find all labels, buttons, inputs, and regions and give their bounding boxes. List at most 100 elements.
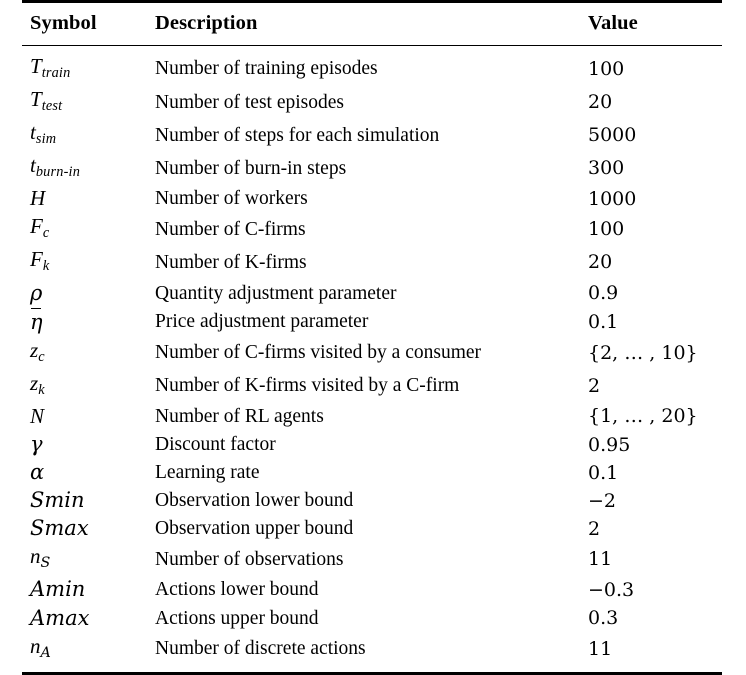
cell-value: 100 xyxy=(588,213,722,246)
cell-description: Discount factor xyxy=(155,434,276,455)
cell-description: Number of RL agents xyxy=(155,405,324,427)
cell-value: −2 xyxy=(588,487,722,515)
column-header-symbol: Symbol xyxy=(30,12,97,34)
header-row: Symbol Description Value xyxy=(22,2,722,46)
cell-value: 0.95 xyxy=(588,431,722,459)
cell-symbol: zk xyxy=(30,370,45,398)
cell-value: {1, … , 20} xyxy=(588,403,722,431)
cell-description: Number of workers xyxy=(155,188,308,210)
cell-symbol: n𝐴 xyxy=(30,633,52,661)
cell-description: Number of discrete actions xyxy=(155,638,366,660)
value-text: 100 xyxy=(588,218,625,241)
cell-description: Actions upper bound xyxy=(155,607,319,629)
cell-value: {2, … , 10} xyxy=(588,337,722,370)
table-row: N Number of RL agents {1, … , 20} xyxy=(22,403,722,431)
value-text: 11 xyxy=(588,548,613,571)
cell-symbol: α xyxy=(30,460,45,485)
cell-description: Number of burn-in steps xyxy=(155,157,347,179)
value-text: −0.3 xyxy=(588,578,635,601)
table-row: 𝑆min Observation lower bound −2 xyxy=(22,487,722,515)
cell-description: Number of training episodes xyxy=(155,58,378,80)
value-text: 0.1 xyxy=(588,461,619,484)
cell-description: Number of test episodes xyxy=(155,91,345,113)
cell-symbol: tsim xyxy=(30,120,57,148)
cell-description: Learning rate xyxy=(155,462,260,484)
cell-description: Observation lower bound xyxy=(155,490,354,512)
cell-symbol: 𝐴max xyxy=(30,605,90,630)
cell-symbol: 𝑆min xyxy=(30,488,85,513)
value-text: −2 xyxy=(588,489,617,512)
cell-description: Number of K-firms xyxy=(155,251,307,273)
value-text: 2 xyxy=(588,374,601,397)
table-mid-rule xyxy=(22,45,722,46)
cell-description: Price adjustment parameter xyxy=(155,311,369,333)
cell-symbol: N xyxy=(30,403,45,428)
value-text: 0.1 xyxy=(588,310,619,333)
cell-value: 2 xyxy=(588,370,722,403)
value-text: 5000 xyxy=(588,124,637,147)
cell-symbol: zc xyxy=(30,337,45,365)
cell-symbol: 𝑆max xyxy=(30,516,89,541)
cell-symbol: Fk xyxy=(30,247,50,275)
cell-value: 2 xyxy=(588,515,722,543)
table-row: α Learning rate 0.1 xyxy=(22,459,722,487)
cell-value: 20 xyxy=(588,246,722,279)
column-header-value: Value xyxy=(588,12,638,34)
value-text: {1, … , 20} xyxy=(588,405,698,428)
cell-value: 0.9 xyxy=(588,280,722,308)
cell-value: 5000 xyxy=(588,119,722,152)
cell-value: 1000 xyxy=(588,185,722,213)
value-text: 20 xyxy=(588,251,613,274)
value-text: 0.95 xyxy=(588,433,631,456)
table-row: Ttest Number of test episodes 20 xyxy=(22,86,722,119)
cell-value: 0.3 xyxy=(588,605,722,633)
cell-value: 0.1 xyxy=(588,308,722,337)
cell-symbol: γ xyxy=(30,432,43,456)
cell-description: Number of observations xyxy=(155,548,344,570)
value-text: 0.9 xyxy=(588,282,619,305)
cell-value: −0.3 xyxy=(588,576,722,604)
cell-symbol: H xyxy=(30,186,46,211)
cell-description: Number of K-firms visited by a C-firm xyxy=(155,375,460,397)
cell-symbol: ρ xyxy=(30,280,43,305)
value-text: 100 xyxy=(588,57,625,80)
table-row: 𝐴max Actions upper bound 0.3 xyxy=(22,605,722,633)
table-row: Ttrain Number of training episodes 100 xyxy=(22,46,722,87)
table-row: tburn-in Number of burn-in steps 300 xyxy=(22,152,722,185)
cell-description: Number of steps for each simulation xyxy=(155,124,440,146)
table-row: Fk Number of K-firms 20 xyxy=(22,246,722,279)
cell-symbol: Ttrain xyxy=(30,54,71,81)
table-row: H Number of workers 1000 xyxy=(22,185,722,213)
cell-description: Number of C-firms xyxy=(155,218,306,240)
cell-symbol: tburn-in xyxy=(30,153,81,181)
table-row: n𝐴 Number of discrete actions 11 xyxy=(22,633,722,674)
cell-description: Quantity adjustment parameter xyxy=(155,282,397,304)
cell-symbol: Ttest xyxy=(30,87,63,115)
table-footer xyxy=(22,672,722,675)
cell-value: 100 xyxy=(588,46,722,87)
value-text: 20 xyxy=(588,91,613,114)
cell-value: 0.1 xyxy=(588,459,722,487)
column-header-description: Description xyxy=(155,12,258,34)
table-row: zk Number of K-firms visited by a C-firm 2 xyxy=(22,370,722,403)
value-text: 11 xyxy=(588,637,613,660)
table-row: ρ Quantity adjustment parameter 0.9 xyxy=(22,280,722,308)
cell-value: 11 xyxy=(588,633,722,674)
cell-value: 11 xyxy=(588,543,722,576)
value-text: 0.3 xyxy=(588,607,619,630)
table-header: Symbol Description Value xyxy=(22,0,722,46)
table-row: γ Discount factor 0.95 xyxy=(22,431,722,459)
cell-description: Actions lower bound xyxy=(155,579,319,601)
value-text: 1000 xyxy=(588,187,637,210)
cell-value: 300 xyxy=(588,152,722,185)
table-bottom-rule xyxy=(22,672,722,675)
value-text: 2 xyxy=(588,517,601,540)
